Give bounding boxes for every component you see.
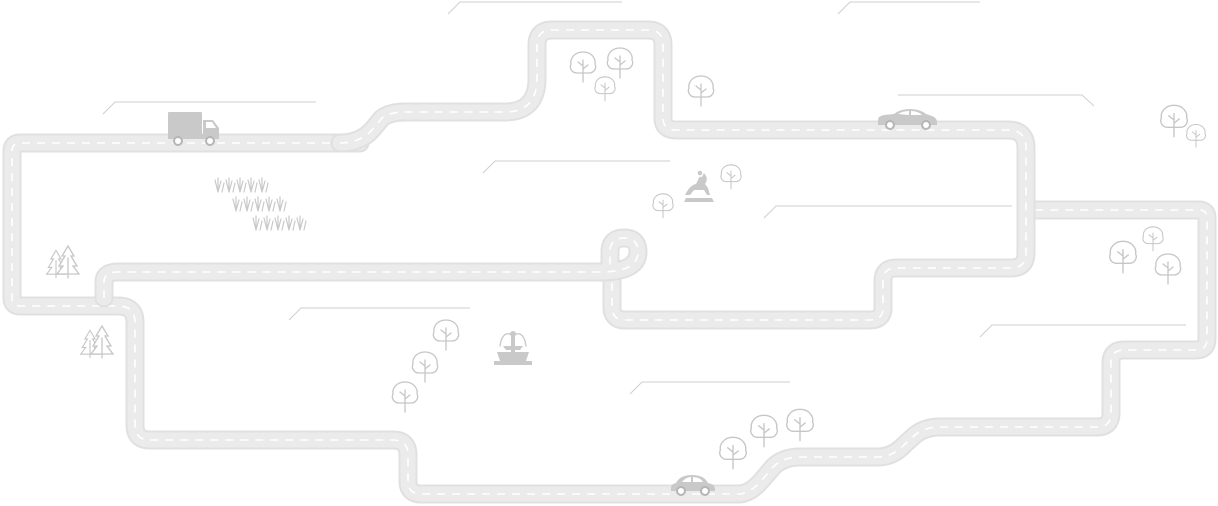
grass-tuft [254, 196, 265, 212]
tree-icon [432, 319, 460, 351]
tree-icon [1142, 226, 1164, 252]
leader-line [102, 101, 316, 115]
tree-icon [1109, 240, 1137, 274]
leader-line [763, 205, 1012, 219]
grass-tuft [225, 177, 236, 193]
truck-icon [168, 112, 219, 146]
car-icon [878, 109, 937, 130]
grass-tuft [252, 215, 263, 231]
tree-icon [719, 436, 747, 470]
leader-line [898, 94, 1095, 107]
leader-line [447, 1, 622, 15]
grass-tuft [285, 215, 296, 231]
tree-icon [687, 75, 715, 107]
grass-tuft [243, 196, 254, 212]
grass-tuft [236, 177, 247, 193]
grass-tuft [232, 196, 243, 212]
tree-icon [1154, 253, 1182, 285]
leader-line [629, 381, 790, 395]
tree-icon [720, 164, 742, 190]
tree-icon [1186, 124, 1206, 148]
middle-road [94, 228, 648, 308]
tree-icon [89, 324, 115, 359]
tree-icon [55, 244, 81, 279]
trees [45, 47, 1206, 470]
tree-icon [1160, 104, 1188, 138]
grass-tuft [265, 196, 276, 212]
car-icon [671, 475, 715, 496]
grass-tuft [274, 215, 285, 231]
tree-icon [606, 47, 634, 79]
leader-line [288, 307, 470, 321]
top-road [330, 20, 1036, 330]
leader-line [837, 1, 980, 15]
tree-icon [786, 408, 814, 442]
leader-line [979, 324, 1186, 338]
grass-tuft [258, 177, 269, 193]
fountain-icon [494, 331, 532, 365]
tree-icon [411, 351, 439, 383]
tree-icon [569, 51, 597, 83]
tree-icon [594, 76, 616, 102]
upper-road [2, 133, 1217, 504]
leader-lines [102, 1, 1186, 395]
tree-icon [391, 381, 419, 413]
grass-tuft [247, 177, 258, 193]
tree-icon [750, 414, 778, 448]
grass-tuft [214, 177, 225, 193]
leader-line [482, 160, 670, 174]
grass-tuft [276, 196, 287, 212]
grass-icon [214, 177, 307, 231]
statue-icon [684, 170, 714, 202]
grass-tuft [263, 215, 274, 231]
tree-icon [652, 193, 674, 219]
grass-tuft [296, 215, 307, 231]
